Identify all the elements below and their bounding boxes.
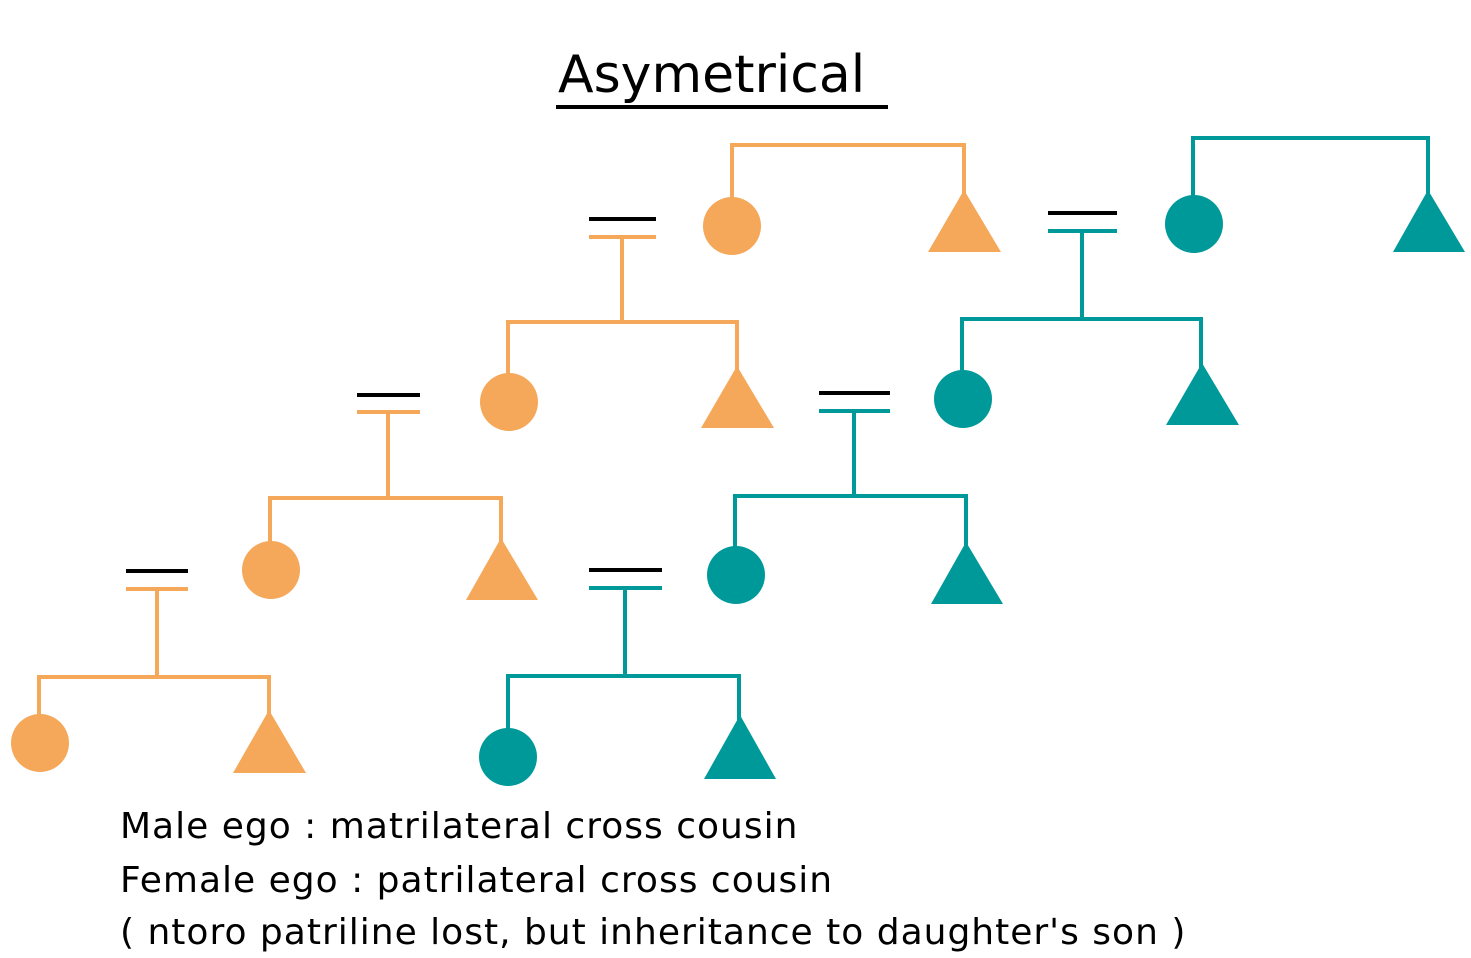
- teal-sibling-line-gen2: [960, 231, 1203, 372]
- diagram-title: Asymetrical: [558, 45, 865, 105]
- orange-male-gen4: [233, 710, 306, 773]
- orange-female-gen4: [11, 714, 69, 772]
- orange-sibling-line-gen1: [730, 143, 966, 200]
- teal-female-gen1: [1165, 195, 1223, 253]
- orange-sibling-line-gen4: [37, 589, 271, 718]
- caption-line-3: ( ntoro patriline lost, but inheritance …: [120, 912, 1186, 953]
- teal-male-gen3: [931, 542, 1003, 604]
- orange-female-gen3: [242, 541, 300, 599]
- caption-line-2: Female ego : patrilateral cross cousin: [120, 860, 833, 901]
- teal-female-gen3: [707, 546, 765, 604]
- orange-male-gen2: [701, 366, 774, 428]
- orange-sibling-line-gen3: [268, 412, 503, 545]
- teal-sibling-line-gen3: [733, 411, 968, 548]
- teal-male-gen2: [1166, 363, 1239, 425]
- orange-female-gen1: [703, 197, 761, 255]
- orange-male-gen3: [466, 538, 538, 600]
- teal-female-gen2: [934, 370, 992, 428]
- caption-line-1: Male ego : matrilateral cross cousin: [120, 806, 798, 847]
- orange-male-gen1: [928, 190, 1001, 252]
- teal-male-gen4: [704, 715, 776, 779]
- teal-male-gen1: [1393, 190, 1465, 252]
- orange-female-gen2: [480, 373, 538, 431]
- teal-sibling-line-gen1: [1191, 136, 1430, 196]
- orange-sibling-line-gen2: [506, 237, 739, 375]
- teal-female-gen4: [479, 728, 537, 786]
- teal-sibling-line-gen4: [506, 588, 741, 730]
